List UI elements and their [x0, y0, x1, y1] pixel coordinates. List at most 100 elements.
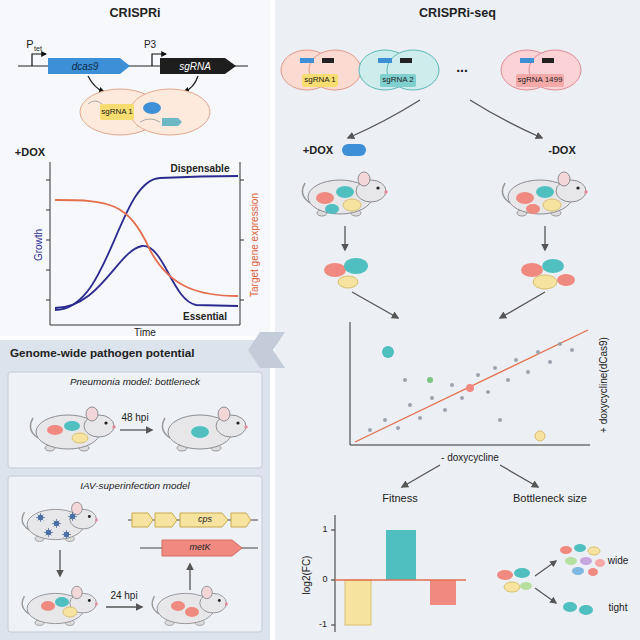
drawing-circle: [418, 416, 422, 420]
panel-ground: [8, 476, 262, 632]
drawing-path: [352, 292, 398, 318]
label-text: Essential: [183, 311, 227, 322]
label-text: tight: [609, 602, 628, 613]
drawing-circle: [368, 428, 372, 432]
label-text: cps: [198, 515, 212, 525]
panel-ground: [0, 340, 270, 640]
drawing-path: [344, 226, 345, 250]
drawing-path: [184, 76, 198, 92]
label-text: +DOX: [303, 144, 333, 156]
drawing-ellipse: [324, 263, 346, 277]
drawing-circle: [403, 378, 407, 382]
drawing-polygon: [132, 513, 153, 527]
drawing-circle: [506, 378, 510, 382]
drawing-rect: [378, 58, 392, 63]
drawing-path: [55, 200, 238, 296]
drawing-use: [52, 519, 61, 528]
drawing-rect: [386, 530, 416, 580]
label-text: sgRNA 1499: [518, 76, 563, 85]
drawing-rect: [430, 580, 456, 605]
drawing-rect: [516, 74, 564, 87]
drawing-circle: [486, 390, 490, 394]
drawing-path: [46, 180, 244, 300]
label-text: metK: [189, 543, 210, 553]
drawing-ellipse: [588, 568, 598, 576]
drawing-use: [22, 586, 98, 625]
drawing-ellipse: [316, 192, 334, 204]
drawing-ellipse: [130, 89, 210, 135]
drawing-use: [30, 407, 115, 451]
drawing-line: [355, 330, 588, 442]
drawing-ellipse: [504, 582, 520, 592]
drawing-ellipse: [185, 607, 199, 617]
drawing-path: [331, 530, 335, 625]
label-text: 0: [322, 575, 327, 585]
label-text: Bottleneck size: [513, 492, 587, 504]
drawing-ellipse: [516, 192, 534, 204]
drawing-polygon: [160, 58, 236, 74]
drawing-use: [502, 172, 587, 216]
label-text: ...: [456, 60, 468, 75]
drawing-rect: [345, 580, 371, 625]
panel-title: IAV-superinfection model: [8, 480, 262, 491]
drawing-circle: [460, 396, 464, 400]
drawing-ellipse: [64, 421, 80, 431]
drawing-path: [189, 564, 190, 590]
drawing-use: [62, 530, 71, 539]
drawing-circle: [498, 418, 502, 422]
drawing-ellipse: [343, 199, 361, 211]
drawing-ellipse: [580, 557, 592, 565]
label-text: -DOX: [548, 144, 576, 156]
drawing-ellipse: [520, 582, 532, 590]
drawing-polygon: [162, 118, 182, 126]
drawing-ellipse: [325, 204, 339, 214]
drawing-path: [544, 226, 545, 250]
drawing-ellipse: [588, 547, 600, 555]
label-text: Target gene expression: [249, 193, 260, 297]
drawing-circle: [466, 384, 474, 392]
drawing-path: [535, 588, 556, 603]
drawing-path: [88, 76, 104, 92]
label-text: Fitness: [382, 492, 417, 504]
label-text: +DOX: [15, 146, 45, 158]
drawing-path: [348, 100, 420, 138]
drawing-use: [68, 512, 77, 521]
drawing-rect: [342, 144, 366, 156]
drawing-path: [402, 465, 440, 487]
drawing-path: [335, 579, 466, 580]
drawing-circle: [427, 377, 433, 383]
drawing-circle: [408, 403, 412, 407]
drawing-path: [535, 561, 556, 576]
drawing-circle: [558, 342, 562, 346]
drawing-path: [50, 162, 240, 325]
drawing-ellipse: [542, 259, 564, 273]
drawing-ellipse: [344, 258, 368, 274]
label-text: Time: [134, 327, 156, 338]
drawing-use: [44, 528, 53, 537]
drawing-circle: [383, 418, 387, 422]
drawing-circle: [526, 370, 530, 374]
label-text: + doxycycline(dCas9): [598, 337, 609, 433]
drawing-circle: [570, 348, 574, 352]
drawing-rect: [542, 58, 554, 63]
drawing-rect: [322, 58, 334, 63]
label-text: log2(FC): [301, 556, 312, 595]
drawing-path: [88, 101, 160, 122]
label-text: 1: [322, 525, 327, 535]
drawing-ellipse: [565, 557, 577, 565]
drawing-ellipse: [526, 204, 540, 214]
drawing-ellipse: [72, 433, 88, 443]
drawing-ellipse: [55, 597, 69, 607]
drawing-path: [32, 54, 46, 66]
drawing-circle: [396, 426, 400, 430]
drawing-polygon: [155, 513, 177, 527]
drawing-rect: [520, 58, 534, 63]
drawing-use: [152, 586, 228, 625]
drawing-ellipse: [572, 567, 584, 575]
chevron-arrow: [248, 332, 285, 368]
label-text: 24 hpi: [110, 590, 137, 601]
label-text: tet: [34, 45, 42, 53]
panel-title: Genome-wide pathogen potential: [0, 346, 270, 359]
drawing-ellipse: [533, 275, 557, 289]
